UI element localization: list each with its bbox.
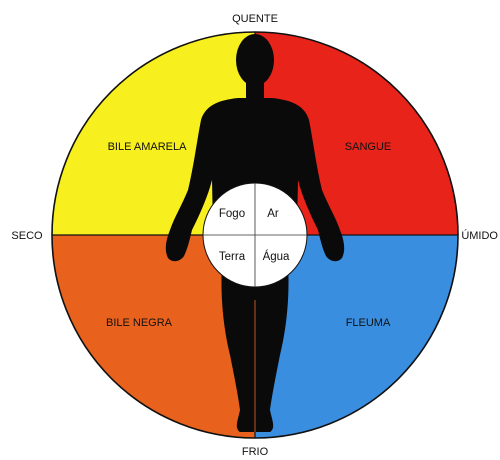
humor-label-fleuma: FLEUMA (346, 317, 391, 329)
axis-label-umido: ÚMIDO (461, 229, 498, 242)
element-agua: Água (263, 250, 290, 263)
humor-label-bile-negra: BILE NEGRA (106, 317, 173, 329)
element-terra: Terra (219, 251, 246, 263)
element-fogo: Fogo (219, 208, 245, 220)
element-ar: Ar (267, 208, 279, 220)
axis-label-quente: QUENTE (232, 13, 278, 25)
figure-head (236, 34, 274, 86)
humor-label-bile-amarela: BILE AMARELA (108, 141, 188, 153)
elements-circle: Fogo Ar Terra Água (203, 183, 307, 287)
axis-label-frio: FRIO (242, 446, 269, 458)
humor-label-sangue: SANGUE (345, 141, 391, 153)
axis-label-seco: SECO (11, 230, 43, 242)
figure-neck (246, 80, 264, 100)
